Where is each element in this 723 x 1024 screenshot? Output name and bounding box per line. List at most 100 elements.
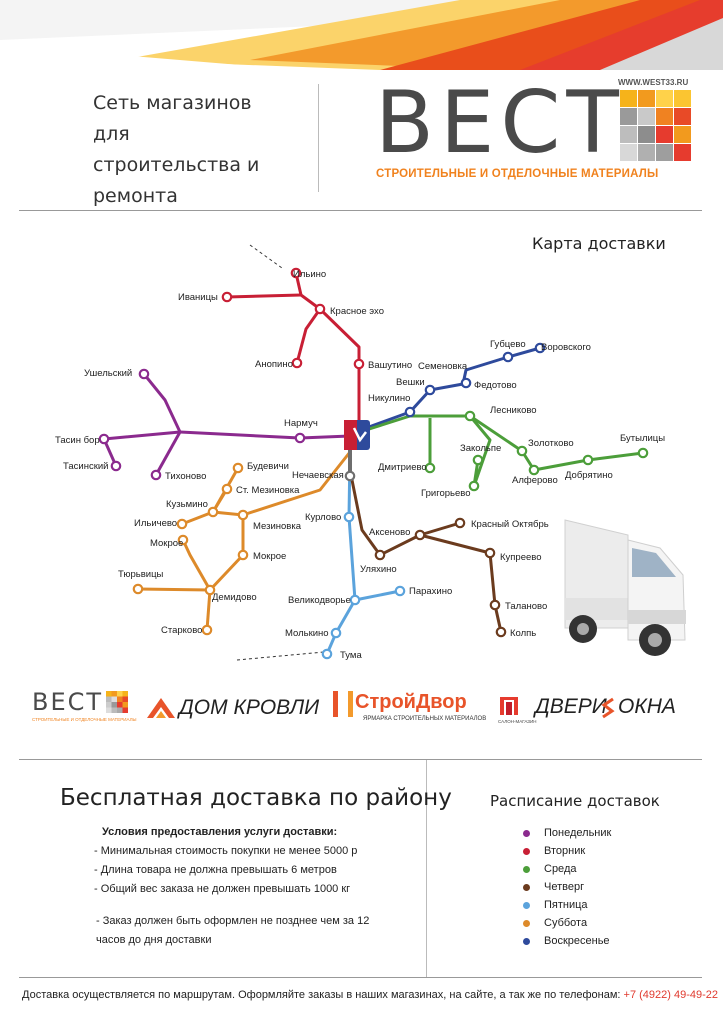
schedule-title: Расписание доставок (490, 792, 660, 810)
station-label: Уляхино (360, 564, 397, 575)
station-label: Закольпе (460, 443, 501, 454)
schedule-day: Среда (544, 863, 577, 875)
station-label: Нармуч (284, 418, 318, 429)
schedule-item: Пятница (523, 896, 611, 914)
station-label: Красный Октябрь (471, 519, 549, 530)
condition-item: - Длина товара не должна превышать 6 мет… (94, 864, 337, 876)
condition-item: - Общий вес заказа не должен превышать 1… (94, 883, 351, 895)
station-label: Парахино (409, 586, 452, 597)
station-label: Тума (340, 650, 362, 661)
color-dot-icon (523, 847, 530, 855)
color-dot-icon (523, 883, 530, 891)
schedule-day: Воскресенье (544, 935, 610, 947)
door-icon (500, 697, 518, 715)
color-dot-icon (523, 901, 530, 909)
divider (426, 760, 427, 978)
schedule-item: Вторник (523, 842, 611, 860)
schedule-item: Воскресенье (523, 932, 611, 950)
station-label: Старково (161, 625, 202, 636)
station-label: Демидово (212, 592, 257, 603)
station-label: Будевичи (247, 461, 289, 472)
station-label: Семеновка (418, 361, 468, 372)
schedule-day: Понедельник (544, 827, 612, 839)
station-label: Аксеново (369, 527, 410, 538)
brand-dom-krovli: ДОМ КРОВЛИ (147, 696, 322, 722)
brand-dveri-okna: САЛОН-МАГАЗИН ДВЕРИ ОКНА (498, 695, 693, 727)
phone-link[interactable]: +7 (4922) 49-49-22 (623, 989, 718, 1001)
schedule-day: Четверг (544, 881, 585, 893)
slogan-line: Сеть магазинов для (93, 92, 252, 145)
logo-wordmark: ВЕСТ (375, 73, 625, 173)
station-label: Ильичево (134, 518, 177, 529)
station-label: Купреево (500, 552, 542, 563)
header-banner (0, 0, 723, 70)
station-label: Красное эхо (330, 306, 384, 317)
station-label: Тасинский (63, 461, 108, 472)
station-label: Федотово (474, 380, 517, 391)
brand-name: ВЕСТ (32, 688, 104, 716)
station-label: Дмитриево (378, 462, 427, 473)
station-label: Тюрьвицы (118, 569, 164, 580)
station-label: Молькино (285, 628, 329, 639)
station-label: Анопино (255, 359, 293, 370)
slogan: Сеть магазинов для строительства и ремон… (93, 88, 293, 212)
station-label: Лесниково (490, 405, 537, 416)
brand-stroidvor: СтройДвор ЯРМАРКА СТРОИТЕЛЬНЫХ МАТЕРИАЛО… (333, 691, 488, 725)
footer-note: Доставка осуществляется по маршрутам. Оф… (22, 989, 718, 1001)
station-label: Мезиновка (253, 521, 302, 532)
conditions-title: Условия предоставления услуги доставки: (102, 826, 338, 838)
station-label: Ушельский (84, 368, 132, 379)
map-title: Карта доставки (532, 234, 666, 253)
divider (19, 210, 702, 211)
truck-icon (564, 519, 686, 656)
station-label: Вешки (396, 377, 425, 388)
schedule-legend: Понедельник Вторник Среда Четверг Пятниц… (523, 824, 611, 950)
station-label: Мокрое (150, 538, 183, 549)
station-label: Губцево (490, 339, 526, 350)
station-label: Курлово (305, 512, 341, 523)
slogan-line: строительства и (93, 154, 260, 176)
station-label: Великодворье (288, 595, 351, 606)
tiles-icon (106, 691, 128, 713)
schedule-day: Суббота (544, 917, 588, 929)
station-label: Нечаевская (292, 470, 344, 481)
station-label: Никулино (368, 393, 410, 404)
roof-icon (147, 698, 175, 718)
schedule-day: Пятница (544, 899, 588, 911)
schedule-item: Среда (523, 860, 611, 878)
station-label: Кузьмино (166, 499, 208, 510)
divider (19, 759, 702, 760)
order-note: - Заказ должен быть оформлен не позднее … (96, 915, 370, 946)
logo-tiles-icon (620, 90, 691, 161)
brand-tagline: СТРОИТЕЛЬНЫЕ И ОТДЕЛОЧНЫЕ МАТЕРИАЛЫ (32, 717, 137, 722)
color-dot-icon (523, 829, 530, 837)
bracket-icon (333, 691, 353, 717)
station-label: Мокрое (253, 551, 286, 562)
schedule-item: Суббота (523, 914, 611, 932)
color-dot-icon (523, 937, 530, 945)
brand-tagline: ЯРМАРКА СТРОИТЕЛЬНЫХ МАТЕРИАЛОВ (363, 716, 487, 722)
conditions-list: - Минимальная стоимость покупки не менее… (94, 842, 357, 899)
brand-name: ДВЕРИ (535, 695, 607, 718)
s-arrow-icon (601, 697, 615, 719)
station-label: Алферово (512, 475, 558, 486)
divider (19, 977, 702, 978)
brand-name: ДОМ КРОВЛИ (179, 696, 320, 719)
brand-tagline: САЛОН-МАГАЗИН (498, 719, 537, 724)
station-label: Григорьево (421, 488, 470, 499)
station-label: Добрятино (565, 470, 613, 481)
divider (318, 84, 319, 192)
logo-tagline: СТРОИТЕЛЬНЫЕ И ОТДЕЛОЧНЫЕ МАТЕРИАЛЫ (376, 168, 659, 180)
station-label: Воровского (541, 342, 591, 353)
station-label: Ильино (293, 269, 326, 280)
station-label: Бутылицы (620, 433, 665, 444)
free-delivery-title: Бесплатная доставка по району (60, 785, 452, 811)
station-labels: Ильино Иваницы Красное эхо Анопино Вашут… (55, 269, 665, 661)
route-friday (325, 451, 401, 655)
route-tuesday (226, 272, 361, 430)
station-label: Тасин бор (55, 435, 100, 446)
station-label: Золотково (528, 438, 574, 449)
station-label: Тихоново (165, 471, 206, 482)
color-dot-icon (523, 919, 530, 927)
station-label: Таланово (505, 601, 547, 612)
